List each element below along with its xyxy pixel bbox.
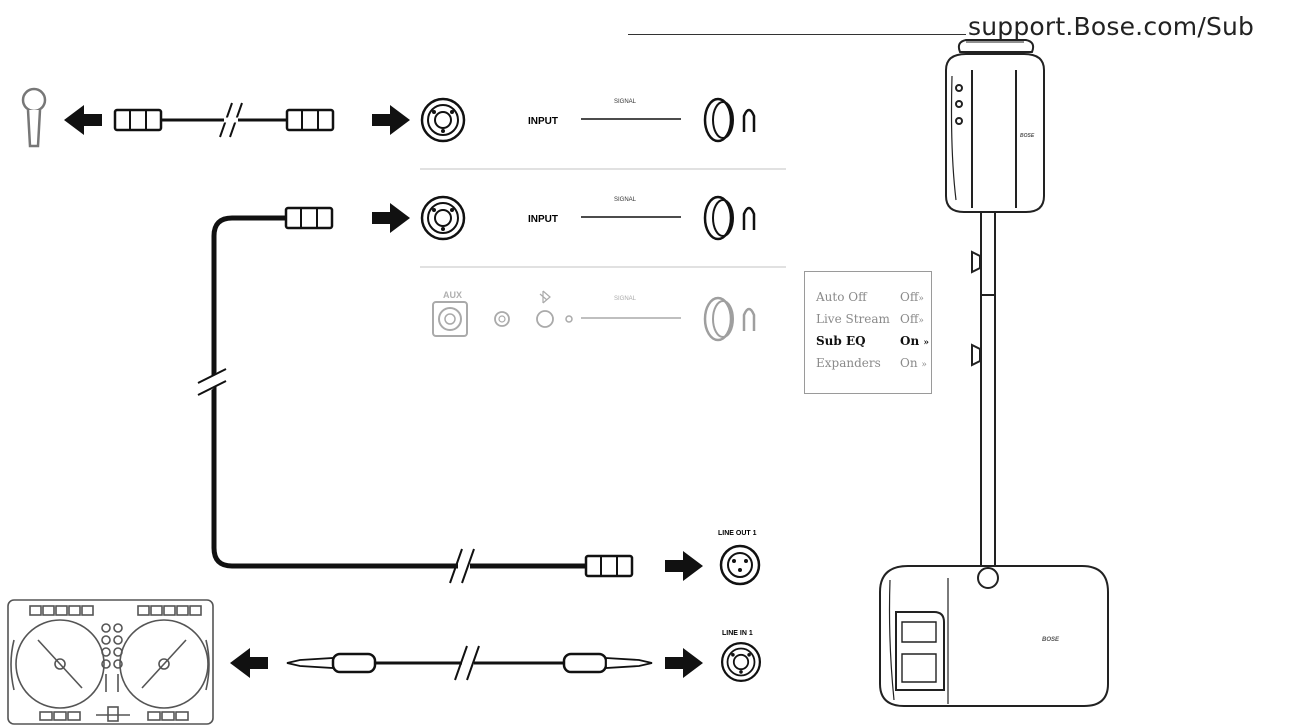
cable-break-icon (197, 368, 227, 396)
arrow-right-icon (372, 105, 410, 135)
arrow-left-icon (64, 105, 102, 135)
input-label: INPUT (528, 214, 558, 225)
aux-jack-icon (432, 301, 468, 337)
cable-break-icon (454, 645, 480, 681)
menu-item-value: Off (900, 312, 919, 326)
chevron-right-icon: » (918, 316, 924, 326)
settings-menu: Auto Off Off» Live Stream Off» Sub EQ On… (804, 271, 932, 394)
pole-stand (971, 204, 999, 589)
aux-label: AUX (443, 290, 462, 300)
menu-item-label: Live Stream (816, 312, 890, 326)
subwoofer-logo: BOSE (1042, 637, 1060, 643)
bluetooth-icon (539, 290, 551, 304)
menu-item-label: Auto Off (816, 290, 867, 304)
menu-item-expanders[interactable]: Expanders On » (816, 356, 928, 376)
chevron-right-icon: » (921, 360, 927, 370)
arrow-right-icon (372, 203, 410, 233)
menu-item-live-stream[interactable]: Live Stream Off» (816, 312, 928, 332)
subwoofer-icon (879, 565, 1109, 707)
menu-item-value: Off (900, 290, 919, 304)
gain-knob-icon (703, 296, 756, 342)
arrow-right-icon (665, 648, 703, 678)
aux-level-icon (494, 311, 510, 327)
chevron-right-icon: » (923, 338, 929, 348)
signal-label: SIGNAL (614, 99, 637, 105)
cable-break-icon (449, 548, 475, 584)
menu-item-label: Expanders (816, 356, 881, 370)
xlr-output-jack-icon (719, 544, 761, 586)
arrow-left-icon (230, 648, 268, 678)
input-label: INPUT (528, 116, 558, 127)
line-out-label: LINE OUT 1 (718, 530, 757, 537)
speaker-icon (945, 39, 1045, 213)
menu-item-value: On (900, 334, 920, 348)
gain-knob-icon (703, 195, 756, 241)
quarter-inch-plug-icon (562, 652, 653, 674)
menu-item-auto-off[interactable]: Auto Off Off» (816, 290, 928, 310)
url-underline (628, 34, 966, 35)
quarter-inch-plug-icon (286, 652, 377, 674)
xlr-cable-end (284, 206, 334, 230)
combo-jack-icon (420, 195, 466, 241)
xlr-cable-end (584, 554, 634, 578)
gain-knob-icon (703, 97, 756, 143)
xlr-cable-end (113, 108, 163, 132)
cable-break-icon (219, 102, 243, 138)
arrow-right-icon (665, 551, 703, 581)
line-out-cable (211, 215, 586, 569)
signal-label: SIGNAL (614, 197, 637, 203)
speaker-logo: BOSE (1020, 133, 1035, 139)
xlr-cable-end (285, 108, 335, 132)
signal-label: SIGNAL (614, 296, 637, 302)
combo-jack-icon (720, 641, 762, 683)
dj-controller-icon (7, 599, 214, 725)
microphone-icon (21, 87, 47, 148)
support-url: support.Bose.com/Sub (968, 12, 1255, 41)
chevron-right-icon: » (918, 294, 924, 304)
menu-item-value: On (900, 356, 918, 370)
menu-item-sub-eq[interactable]: Sub EQ On » (816, 334, 929, 354)
line-in-label: LINE IN 1 (722, 630, 753, 637)
combo-jack-icon (420, 97, 466, 143)
bluetooth-button-icon (536, 310, 573, 328)
menu-item-label: Sub EQ (816, 334, 866, 348)
